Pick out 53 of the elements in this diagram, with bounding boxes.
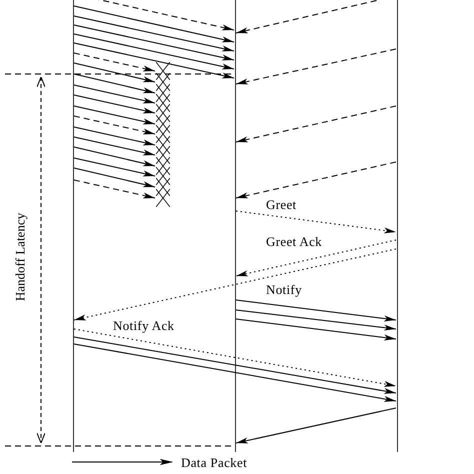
arrow [74,336,396,394]
lifeline [72,0,74,452]
arrow [74,180,156,198]
arrow [236,408,396,444]
loss-mark [156,104,170,122]
arrow [236,210,396,234]
loss-mark [156,62,170,80]
arrow [74,248,396,320]
arrow [74,62,156,82]
arrow [74,106,156,124]
loss-mark [156,189,170,207]
arrow [74,52,156,72]
arrow [74,6,234,42]
arrow [74,24,234,60]
loss-mark [156,84,170,102]
arrow [236,300,396,322]
arrow [236,48,396,84]
legend-label: Data Packet [181,456,248,469]
arrow [236,240,396,276]
edge-label: Greet [265,198,298,211]
loss-mark [156,157,170,175]
arrow [74,74,156,94]
arrow [74,116,156,134]
edge-label: Notify [265,283,303,296]
dimension-label: Handoff Latency [14,212,26,302]
arrow [74,34,234,70]
arrow [236,310,396,331]
arrow [74,84,156,104]
loss-mark [156,73,170,91]
arrow [74,158,156,176]
lifeline [396,0,398,452]
arrow [74,344,396,402]
lifeline [234,0,236,452]
loss-mark [156,178,170,196]
loss-mark [156,146,170,164]
arrow [74,126,156,146]
edge-label: Notify Ack [112,319,176,332]
arrow [236,162,396,198]
arrow [236,318,396,340]
arrow [236,106,396,142]
arrow [74,328,396,387]
arrow [74,146,156,166]
loss-mark [156,115,170,133]
loss-mark [156,136,170,154]
arrow [74,168,156,188]
loss-mark [156,94,170,112]
edge-label: Greet Ack [265,235,323,248]
arrow [74,42,234,78]
arrow [74,94,156,114]
loss-mark [156,167,170,185]
arrow [74,16,234,52]
loss-mark [156,125,170,143]
arrow [74,136,156,156]
